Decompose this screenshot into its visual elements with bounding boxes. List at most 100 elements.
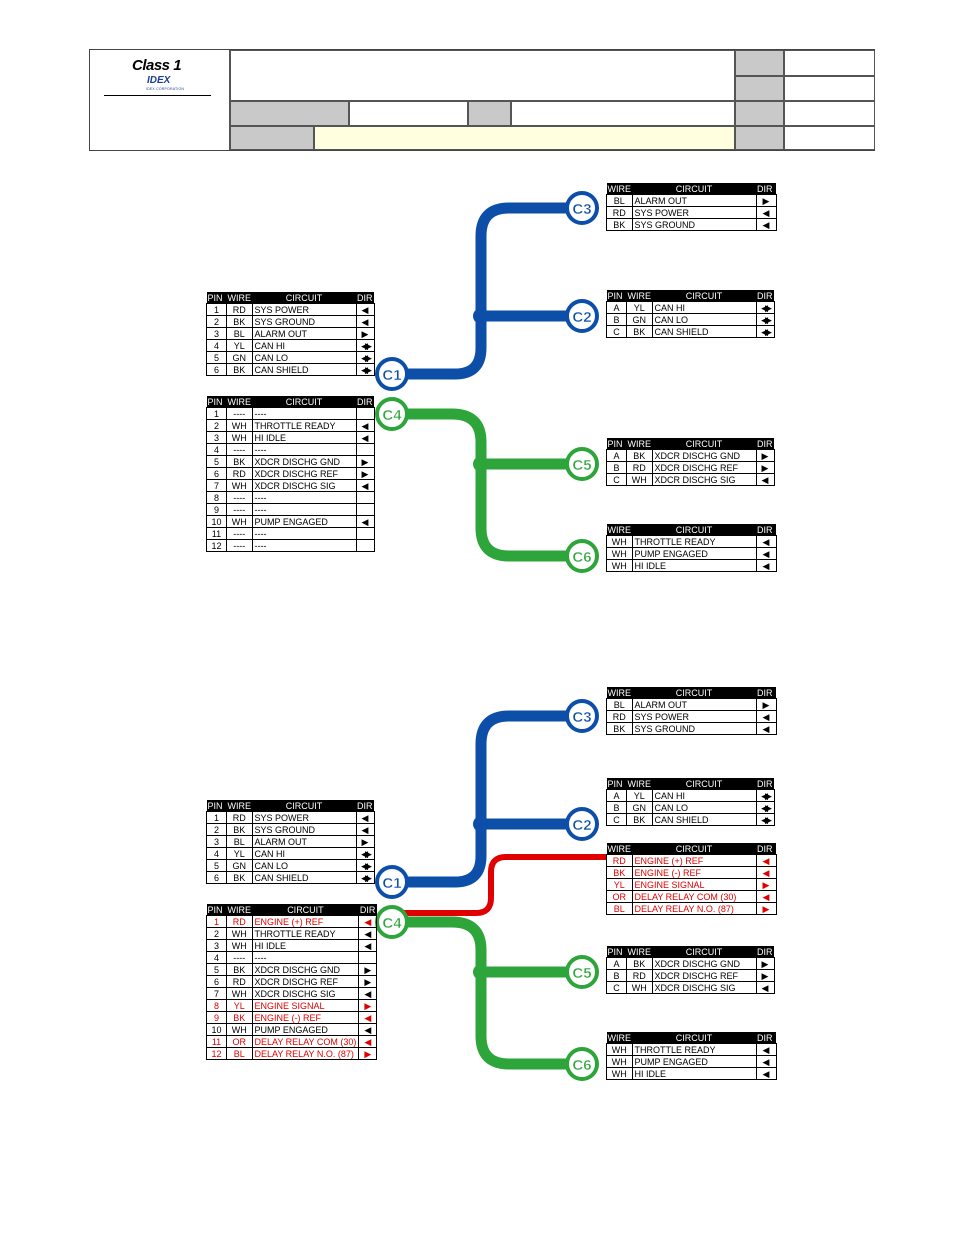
direction-arrow-icon: ◀▶ [355, 871, 375, 884]
wire-cell: WH [226, 1023, 253, 1036]
wire-cell: BK [226, 455, 253, 468]
direction-arrow-icon: ▶ [755, 957, 775, 970]
table-row: 11-------- [206, 527, 375, 540]
direction-arrow-icon: ▶ [355, 455, 375, 468]
connector-badge-c6: C6 [565, 539, 599, 573]
pin-cell: 5 [206, 859, 227, 872]
circuit-cell: XDCR DISCHG REF [651, 461, 757, 474]
column-header: PIN [206, 800, 227, 812]
direction-arrow-icon: ◀ [755, 710, 777, 723]
direction-arrow-icon: ◀ [355, 315, 375, 328]
direction-arrow-icon: ◀ [358, 1011, 378, 1024]
wire-cell: GN [626, 313, 653, 326]
desc-value-cell [314, 126, 735, 150]
wire-cell: YL [626, 301, 653, 314]
direction-arrow-icon: ◀▶ [755, 813, 775, 826]
wire-cell: BL [606, 194, 633, 207]
pin-cell: 2 [206, 315, 227, 328]
direction-arrow-icon: ◀ [355, 823, 375, 836]
wire-cell: ---- [226, 491, 253, 504]
circuit-cell: SYS GROUND [631, 218, 757, 231]
direction-arrow-icon: ◀▶ [755, 801, 775, 814]
class1-logo-text: Class 1 [132, 57, 182, 74]
direction-arrow-icon: ▶ [755, 449, 775, 462]
direction-arrow-icon: ▶ [358, 1047, 378, 1060]
column-header: WIRE [626, 438, 652, 450]
direction-arrow-icon: ◀ [355, 431, 375, 444]
column-header: WIRE [626, 778, 652, 790]
connector-badge-c2: C2 [565, 299, 599, 333]
pin-cell: 3 [206, 327, 227, 340]
column-header: DIR [756, 778, 774, 790]
pin-cell: 6 [206, 363, 227, 376]
wire-cell: WH [226, 939, 253, 952]
pin-cell: 5 [206, 351, 227, 364]
title-block: Class 1 IDEX IDEX CORPORATION [89, 49, 875, 151]
direction-arrow-icon: ◀ [755, 559, 777, 572]
column-header: WIRE [606, 843, 632, 855]
wire-cell: WH [226, 419, 253, 432]
circuit-cell: DELAY RELAY N.O. (87) [631, 902, 757, 915]
direction-arrow-icon: ◀ [355, 479, 375, 492]
wire-cell: BK [226, 963, 253, 976]
wire-cell: WH [606, 1067, 633, 1080]
pin-cell: 7 [206, 479, 227, 492]
table-row: 4-------- [206, 443, 375, 456]
pin-cell: 3 [206, 835, 227, 848]
rev-value-cell [784, 76, 875, 101]
circuit-cell: CAN HI [251, 339, 357, 352]
wire-cell: WH [626, 981, 653, 994]
column-header: CIRCUIT [632, 843, 756, 855]
direction-arrow-icon [355, 527, 375, 540]
circuit-cell: THROTTLE READY [631, 1043, 757, 1056]
harness-c4-engine [398, 854, 606, 916]
column-header: PIN [206, 396, 227, 408]
column-header: CIRCUIT [632, 1032, 756, 1044]
column-header: CIRCUIT [252, 800, 356, 812]
column-header: CIRCUIT [252, 904, 359, 916]
pin-cell: 11 [206, 1035, 227, 1048]
circuit-cell: CAN SHIELD [651, 325, 757, 338]
sheet-value-cell [784, 50, 875, 76]
pin-cell: B [606, 461, 627, 474]
wire-cell: ---- [226, 503, 253, 516]
sheet-label-cell [735, 50, 784, 76]
pin-cell: A [606, 449, 627, 462]
wire-cell: GN [226, 859, 253, 872]
wire-cell: RD [626, 969, 653, 982]
wire-cell: BK [626, 449, 653, 462]
direction-arrow-icon: ◀ [355, 303, 375, 316]
desc-label-cell [230, 126, 314, 150]
column-header: DIR [756, 524, 776, 536]
pin-cell: 4 [206, 847, 227, 860]
direction-arrow-icon: ◀ [755, 854, 777, 867]
direction-arrow-icon: ◀ [358, 915, 378, 928]
direction-arrow-icon: ◀ [358, 1035, 378, 1048]
column-header: WIRE [606, 183, 632, 195]
wire-cell: WH [226, 515, 253, 528]
circuit-cell: DELAY RELAY COM (30) [251, 1035, 360, 1048]
circuit-cell: ---- [251, 407, 357, 420]
